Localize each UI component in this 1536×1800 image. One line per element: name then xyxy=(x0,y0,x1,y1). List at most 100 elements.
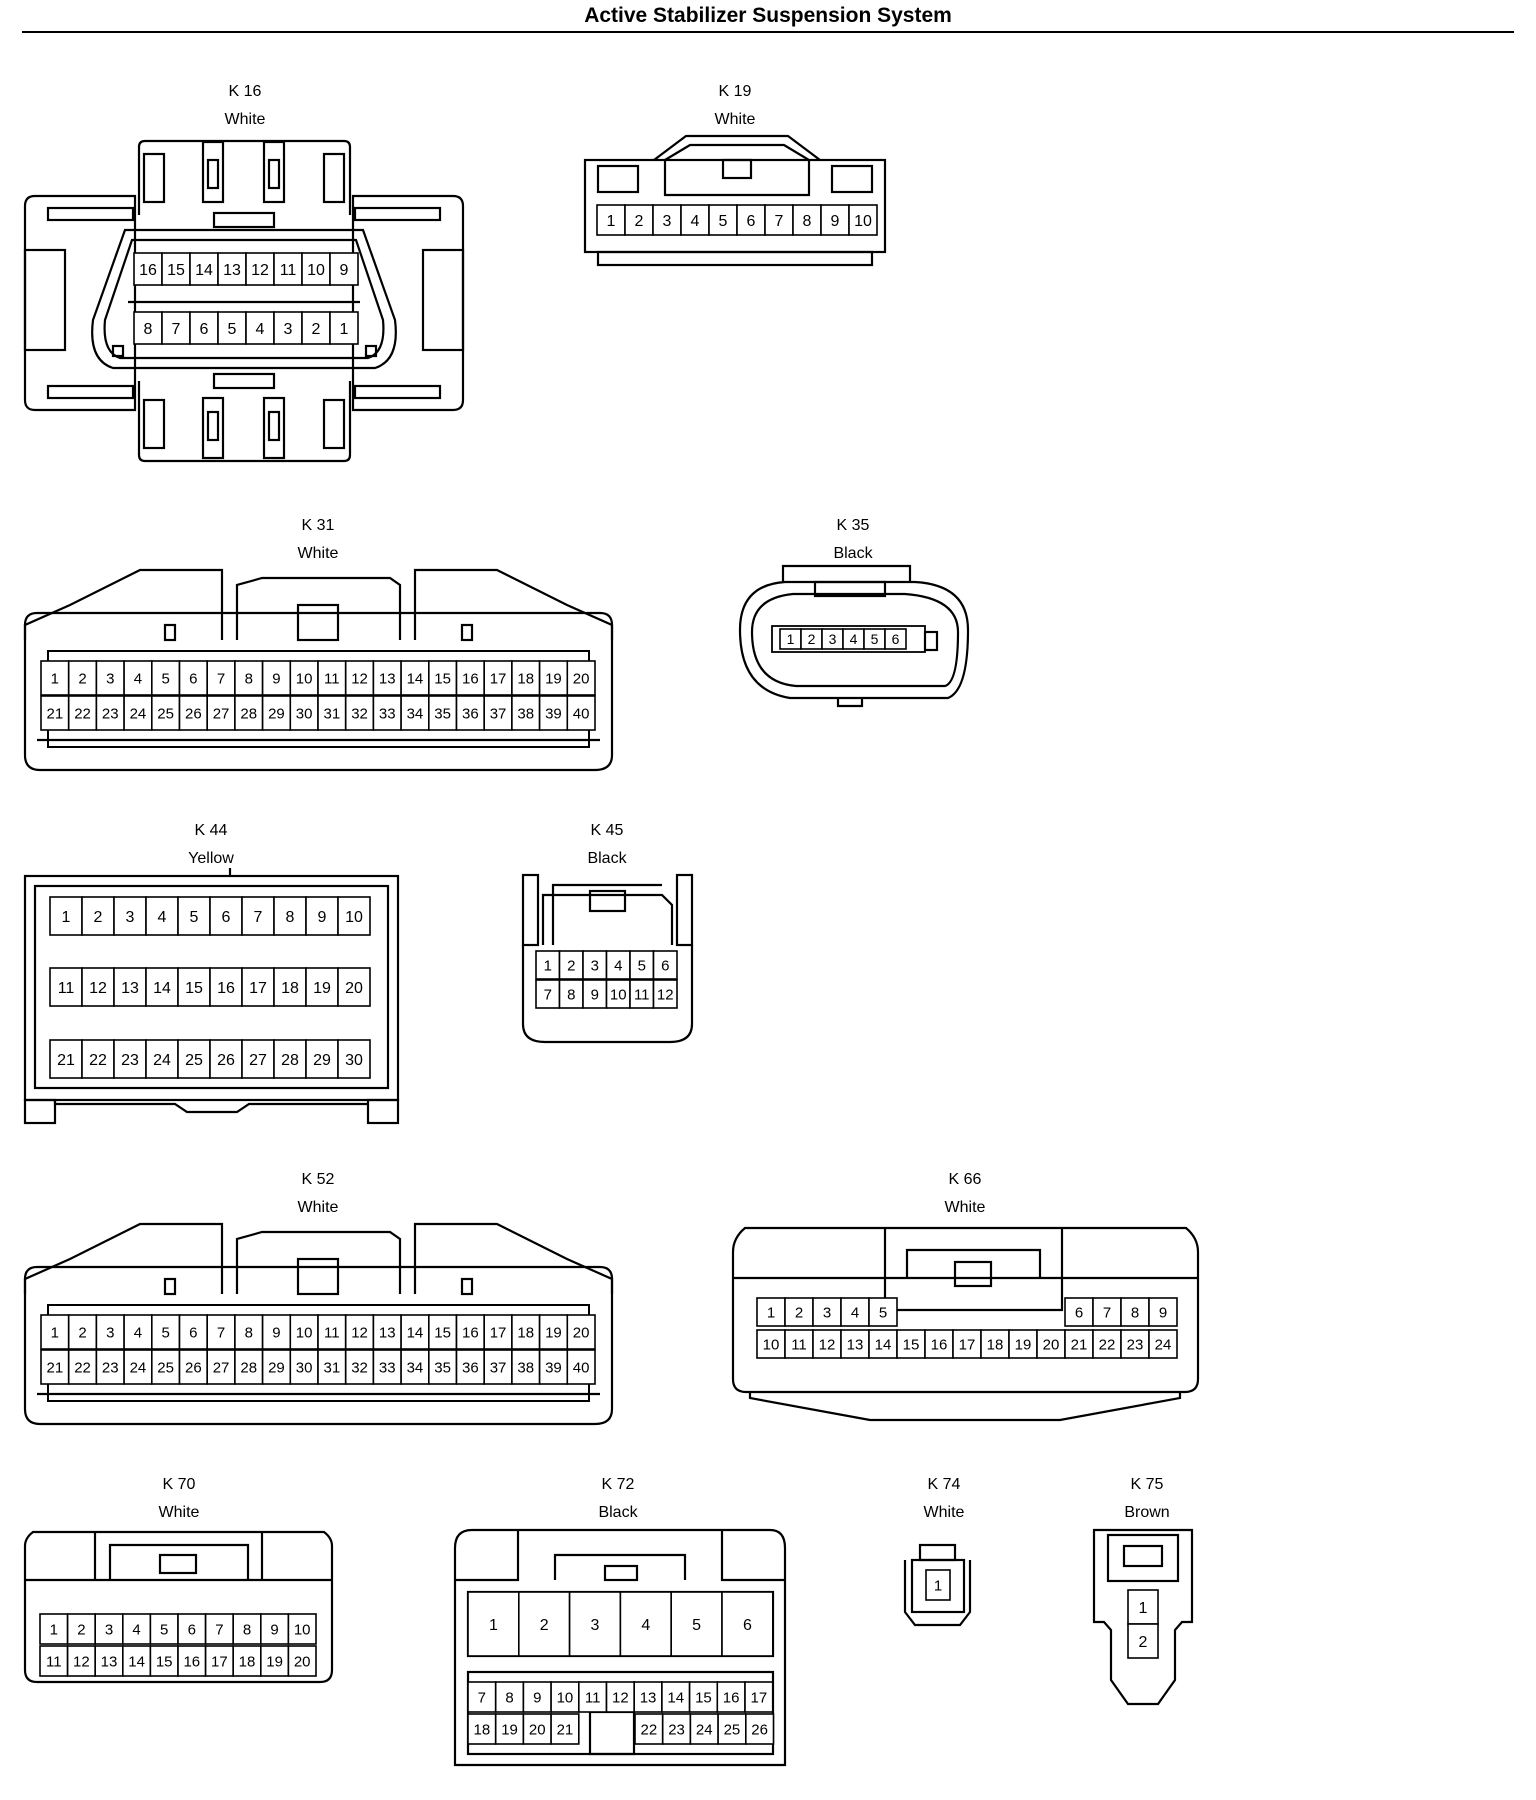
pin-cell-k44-12 xyxy=(81,967,115,1007)
pin-cell-k16-7 xyxy=(161,311,191,345)
pin-cell-k72-9 xyxy=(522,1681,552,1713)
pin-cell-k52-1 xyxy=(40,1314,70,1350)
pin-label-k52-6: 6 xyxy=(189,1324,197,1341)
connector-k52-color: White xyxy=(297,1199,339,1216)
pin-label-k31-37: 37 xyxy=(490,705,507,722)
pin-cell-k72-12 xyxy=(605,1681,636,1713)
pin-cell-k52-26 xyxy=(178,1349,209,1385)
pin-label-k31-29: 29 xyxy=(268,705,285,722)
pin-cell-k66-10 xyxy=(756,1329,786,1359)
pin-label-k31-38: 38 xyxy=(517,705,534,722)
pin-cell-k19-9 xyxy=(820,204,850,236)
pin-label-k52-4: 4 xyxy=(134,1324,142,1341)
pin-cell-k16-5 xyxy=(217,311,247,345)
pin-label-k16-15: 15 xyxy=(167,262,185,279)
pin-cell-k31-23 xyxy=(95,695,125,731)
pin-cell-k19-6 xyxy=(736,204,766,236)
pin-label-k66-23: 23 xyxy=(1127,1336,1144,1353)
pin-label-k52-18: 18 xyxy=(517,1324,534,1341)
pin-label-k66-21: 21 xyxy=(1071,1336,1088,1353)
pin-cell-k44-11 xyxy=(49,967,83,1007)
pin-cell-k52-6 xyxy=(178,1314,209,1350)
pin-cell-k72-5 xyxy=(670,1591,723,1657)
pin-label-k31-4: 4 xyxy=(134,670,142,687)
pin-label-k52-27: 27 xyxy=(213,1359,230,1376)
pin-cell-k72-6 xyxy=(721,1591,774,1657)
pin-cell-k66-1 xyxy=(756,1297,786,1327)
pin-label-k35-1: 1 xyxy=(787,631,795,647)
pin-cell-k16-13 xyxy=(217,252,247,286)
connector-k35-color: Black xyxy=(833,545,873,562)
pin-label-k31-17: 17 xyxy=(490,670,507,687)
pin-label-k52-37: 37 xyxy=(490,1359,507,1376)
pin-label-k72-21: 21 xyxy=(557,1721,574,1738)
pin-cell-k44-10 xyxy=(337,896,371,936)
pin-cell-k52-16 xyxy=(455,1314,486,1350)
pin-label-k52-12: 12 xyxy=(351,1324,368,1341)
pin-label-k44-18: 18 xyxy=(281,980,299,997)
pin-cell-k44-20 xyxy=(337,967,371,1007)
pin-label-k75-2: 2 xyxy=(1139,1634,1148,1651)
pin-cell-k44-13 xyxy=(113,967,147,1007)
pin-label-k45-11: 11 xyxy=(634,986,650,1003)
pin-label-k31-7: 7 xyxy=(217,670,225,687)
pin-cell-k16-11 xyxy=(273,252,303,286)
pin-label-k31-27: 27 xyxy=(213,705,230,722)
pin-label-k44-23: 23 xyxy=(121,1052,139,1069)
pin-label-k44-5: 5 xyxy=(190,909,199,926)
pin-label-k52-17: 17 xyxy=(490,1324,507,1341)
pin-label-k72-23: 23 xyxy=(668,1721,685,1738)
pin-cell-k66-21 xyxy=(1064,1329,1094,1359)
pin-label-k31-25: 25 xyxy=(157,705,174,722)
pin-cell-k16-9 xyxy=(329,252,359,286)
pin-label-k72-25: 25 xyxy=(724,1721,741,1738)
connector-k19-name: K 19 xyxy=(718,83,752,100)
pin-label-k70-9: 9 xyxy=(270,1621,278,1638)
pin-label-k72-10: 10 xyxy=(557,1689,574,1706)
pin-label-k31-33: 33 xyxy=(379,705,396,722)
pin-label-k52-5: 5 xyxy=(161,1324,169,1341)
pin-cell-k52-27 xyxy=(206,1349,236,1385)
pin-label-k45-1: 1 xyxy=(544,957,552,974)
pin-cell-k70-20 xyxy=(287,1645,317,1677)
connector-k75-name: K 75 xyxy=(1130,1476,1164,1493)
pin-cell-k66-6 xyxy=(1064,1297,1094,1327)
pin-cell-k66-23 xyxy=(1120,1329,1150,1359)
pin-label-k52-13: 13 xyxy=(379,1324,396,1341)
pin-label-k52-31: 31 xyxy=(324,1359,341,1376)
pin-label-k31-36: 36 xyxy=(462,705,479,722)
connector-k75-housing xyxy=(1092,1528,1194,1706)
pin-label-k52-28: 28 xyxy=(240,1359,257,1376)
pin-cell-k52-9 xyxy=(261,1314,292,1350)
pin-label-k31-39: 39 xyxy=(545,705,562,722)
pin-label-k70-10: 10 xyxy=(294,1621,311,1638)
pin-label-k66-22: 22 xyxy=(1099,1336,1116,1353)
pin-cell-k31-2 xyxy=(67,660,98,696)
pin-label-k31-26: 26 xyxy=(185,705,202,722)
pin-label-k70-6: 6 xyxy=(188,1621,196,1638)
connector-k70-color: White xyxy=(158,1504,200,1521)
pin-label-k44-9: 9 xyxy=(318,909,327,926)
pin-cell-k31-12 xyxy=(344,660,375,696)
pin-cell-k72-16 xyxy=(716,1681,746,1713)
pin-label-k44-13: 13 xyxy=(121,980,139,997)
pin-label-k52-32: 32 xyxy=(351,1359,368,1376)
pin-cell-k72-26 xyxy=(744,1713,775,1745)
pin-label-k31-8: 8 xyxy=(245,670,253,687)
pin-label-k44-4: 4 xyxy=(158,909,167,926)
pin-cell-k44-30 xyxy=(337,1039,371,1079)
pin-cell-k31-38 xyxy=(511,695,541,731)
pin-label-k31-2: 2 xyxy=(78,670,86,687)
pin-cell-k31-33 xyxy=(372,695,402,731)
connector-k74-name: K 74 xyxy=(927,1476,961,1493)
pin-cell-k31-20 xyxy=(566,660,596,696)
pin-cell-k52-20 xyxy=(566,1314,596,1350)
pin-label-k19-2: 2 xyxy=(635,213,644,230)
connector-k70-name: K 70 xyxy=(162,1476,196,1493)
pin-label-k31-30: 30 xyxy=(296,705,313,722)
pin-label-k44-11: 11 xyxy=(58,980,75,997)
connector-k52-name: K 52 xyxy=(301,1171,335,1188)
pin-label-k44-16: 16 xyxy=(217,980,235,997)
pin-label-k72-19: 19 xyxy=(501,1721,518,1738)
